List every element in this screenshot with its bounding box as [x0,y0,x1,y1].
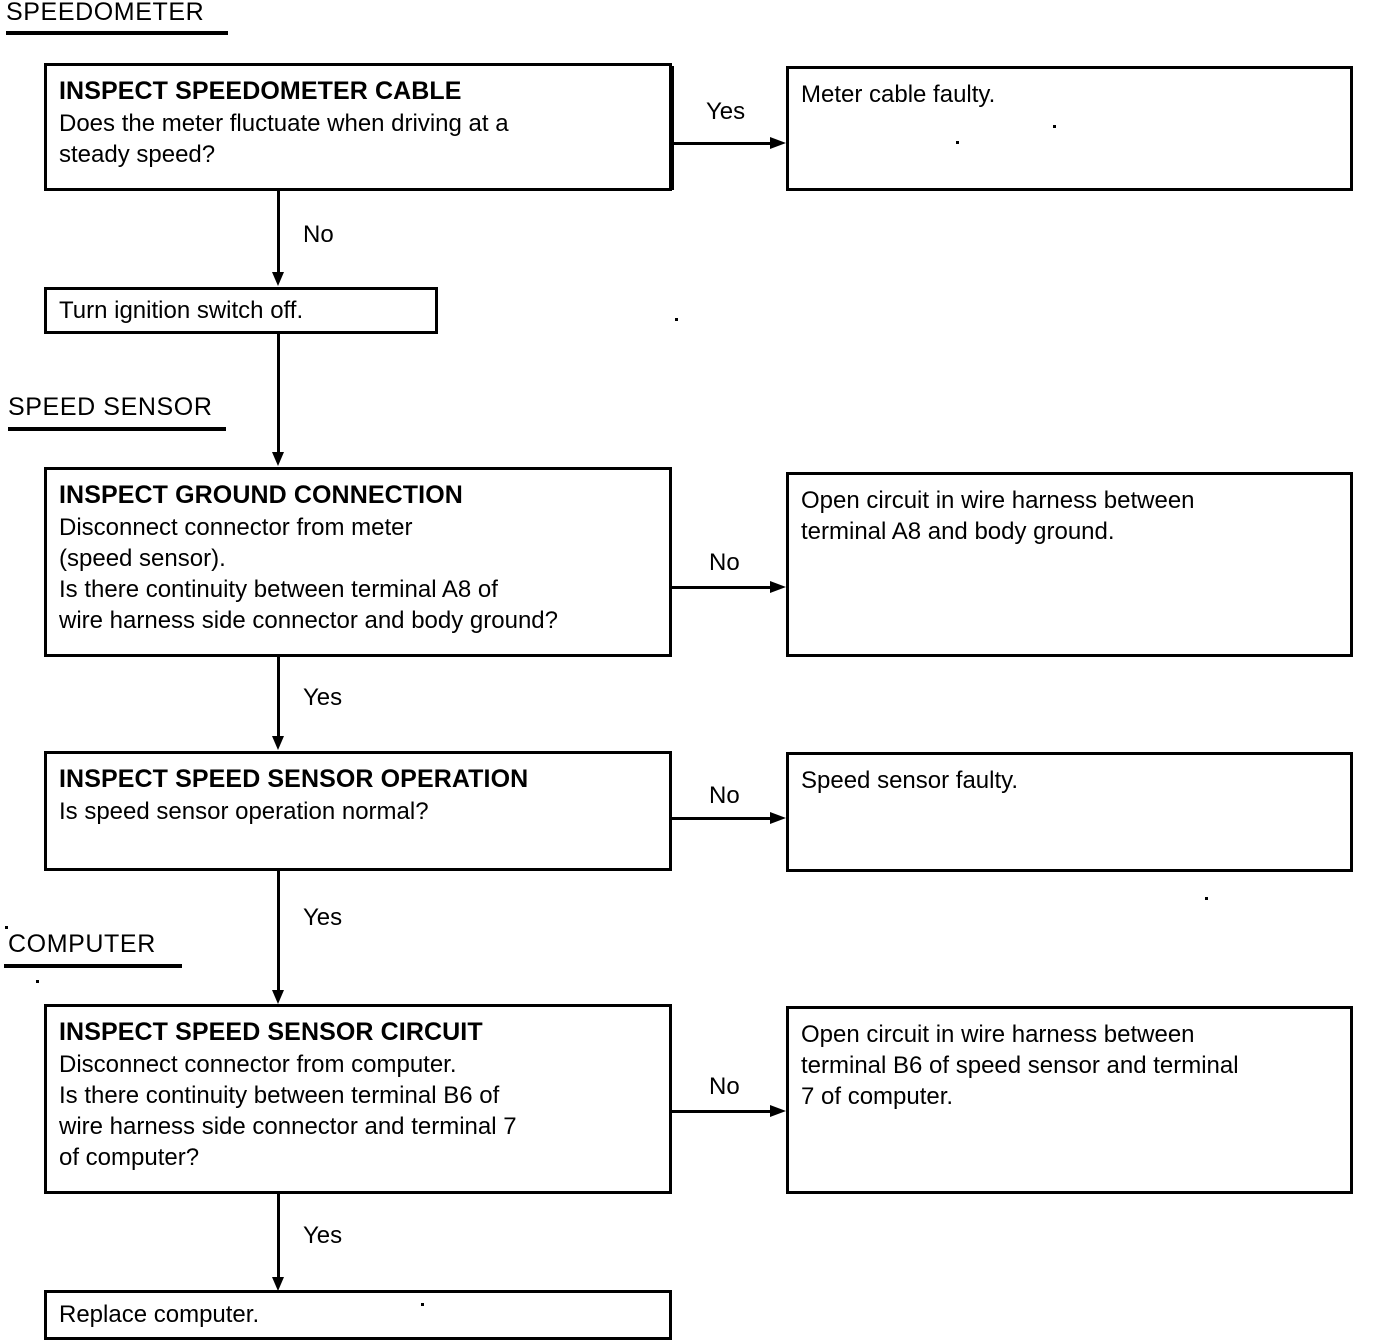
arrowhead-icon [770,581,786,593]
node-text-line: terminal B6 of speed sensor and terminal [801,1052,1239,1080]
edge-label-operation-yes: Yes [303,904,343,931]
arrowhead-icon [272,736,284,750]
node-open-circuit-b6[interactable]: Open circuit in wire harness between ter… [786,1006,1353,1194]
node-text-line: Open circuit in wire harness between [801,1021,1195,1048]
node-text-line: terminal A8 and body ground. [801,518,1115,546]
node-turn-ignition-off[interactable]: Turn ignition switch off. [44,287,438,334]
connector-operation-yes-line [277,871,280,995]
arrowhead-icon [272,1277,284,1291]
node-replace-computer[interactable]: Replace computer. [44,1290,672,1340]
node-text-line: Speed sensor faulty. [801,767,1019,794]
node-text-line: Disconnect connector from computer. [59,1050,457,1078]
scan-speck [421,1303,424,1306]
arrowhead-icon [272,990,284,1004]
node-meter-cable-faulty[interactable]: Meter cable faulty. [786,66,1353,191]
node-speed-sensor-faulty[interactable]: Speed sensor faulty. [786,752,1353,872]
connector-ground-no-line [671,586,779,589]
connector-ground-yes-line [277,657,280,741]
connector-circuit-no-line [671,1110,779,1113]
connector-cable-no-line [277,191,280,275]
node-title: INSPECT SPEED SENSOR CIRCUIT [59,1018,483,1046]
scan-speck [675,318,678,321]
node-title: INSPECT SPEEDOMETER CABLE [59,77,462,105]
edge-label-operation-no: No [709,782,740,809]
section-rule-speed-sensor [8,427,226,431]
section-heading-speedometer: SPEEDOMETER [6,0,205,26]
section-heading-computer: COMPUTER [8,930,156,958]
node-text-line: Turn ignition switch off. [59,296,304,324]
scan-speck [5,926,8,929]
connector-circuit-yes-line [277,1194,280,1280]
node-text-line: Disconnect connector from meter [59,513,413,541]
node-text-line: Open circuit in wire harness between [801,487,1195,514]
node-text-line: Does the meter fluctuate when driving at… [59,109,509,137]
scan-speck [1205,897,1208,900]
node-text-line: steady speed? [59,140,216,168]
node-text-line: (speed sensor). [59,544,226,572]
node-text-line: Is there continuity between terminal A8 … [59,575,498,603]
node-inspect-ground-connection[interactable]: INSPECT GROUND CONNECTION Disconnect con… [44,467,672,657]
connector-operation-no-line [671,817,779,820]
edge-label-circuit-yes: Yes [303,1222,343,1249]
node-text-line: wire harness side connector and body gro… [59,607,558,635]
edge-label-cable-no: No [303,221,334,248]
edge-label-cable-yes: Yes [706,98,746,125]
node-text-line: Is speed sensor operation normal? [59,797,429,825]
arrowhead-icon [770,137,786,149]
edge-label-ground-no: No [709,549,740,576]
node-title: INSPECT GROUND CONNECTION [59,481,463,509]
scan-speck [956,141,959,144]
section-heading-speed-sensor: SPEED SENSOR [8,393,213,421]
section-rule-computer [4,964,182,968]
node-open-circuit-a8[interactable]: Open circuit in wire harness between ter… [786,472,1353,657]
connector-cable-yes-line [671,142,779,145]
node-text-line: Meter cable faulty. [801,81,996,108]
section-rule-speedometer [6,31,228,35]
node-text-line: wire harness side connector and terminal… [59,1112,517,1140]
node-inspect-speed-sensor-circuit[interactable]: INSPECT SPEED SENSOR CIRCUIT Disconnect … [44,1004,672,1194]
node-text-line: Replace computer. [59,1301,260,1329]
node-title: INSPECT SPEED SENSOR OPERATION [59,765,529,793]
node-text-line: Is there continuity between terminal B6 … [59,1081,500,1109]
arrowhead-icon [770,1105,786,1117]
arrowhead-icon [272,452,284,466]
node-inspect-speedometer-cable[interactable]: INSPECT SPEEDOMETER CABLE Does the meter… [44,63,672,191]
connector-ignition-to-ground [277,334,280,456]
edge-label-circuit-no: No [709,1073,740,1100]
node-text-line: 7 of computer. [801,1083,954,1111]
scan-speck [1053,125,1056,128]
edge-label-ground-yes: Yes [303,684,343,711]
arrowhead-icon [272,272,284,286]
scan-speck [36,980,39,983]
node-inspect-speed-sensor-operation[interactable]: INSPECT SPEED SENSOR OPERATION Is speed … [44,751,672,871]
arrowhead-icon [770,812,786,824]
node-text-line: of computer? [59,1144,200,1172]
connector-cable-right-stub [671,66,674,190]
